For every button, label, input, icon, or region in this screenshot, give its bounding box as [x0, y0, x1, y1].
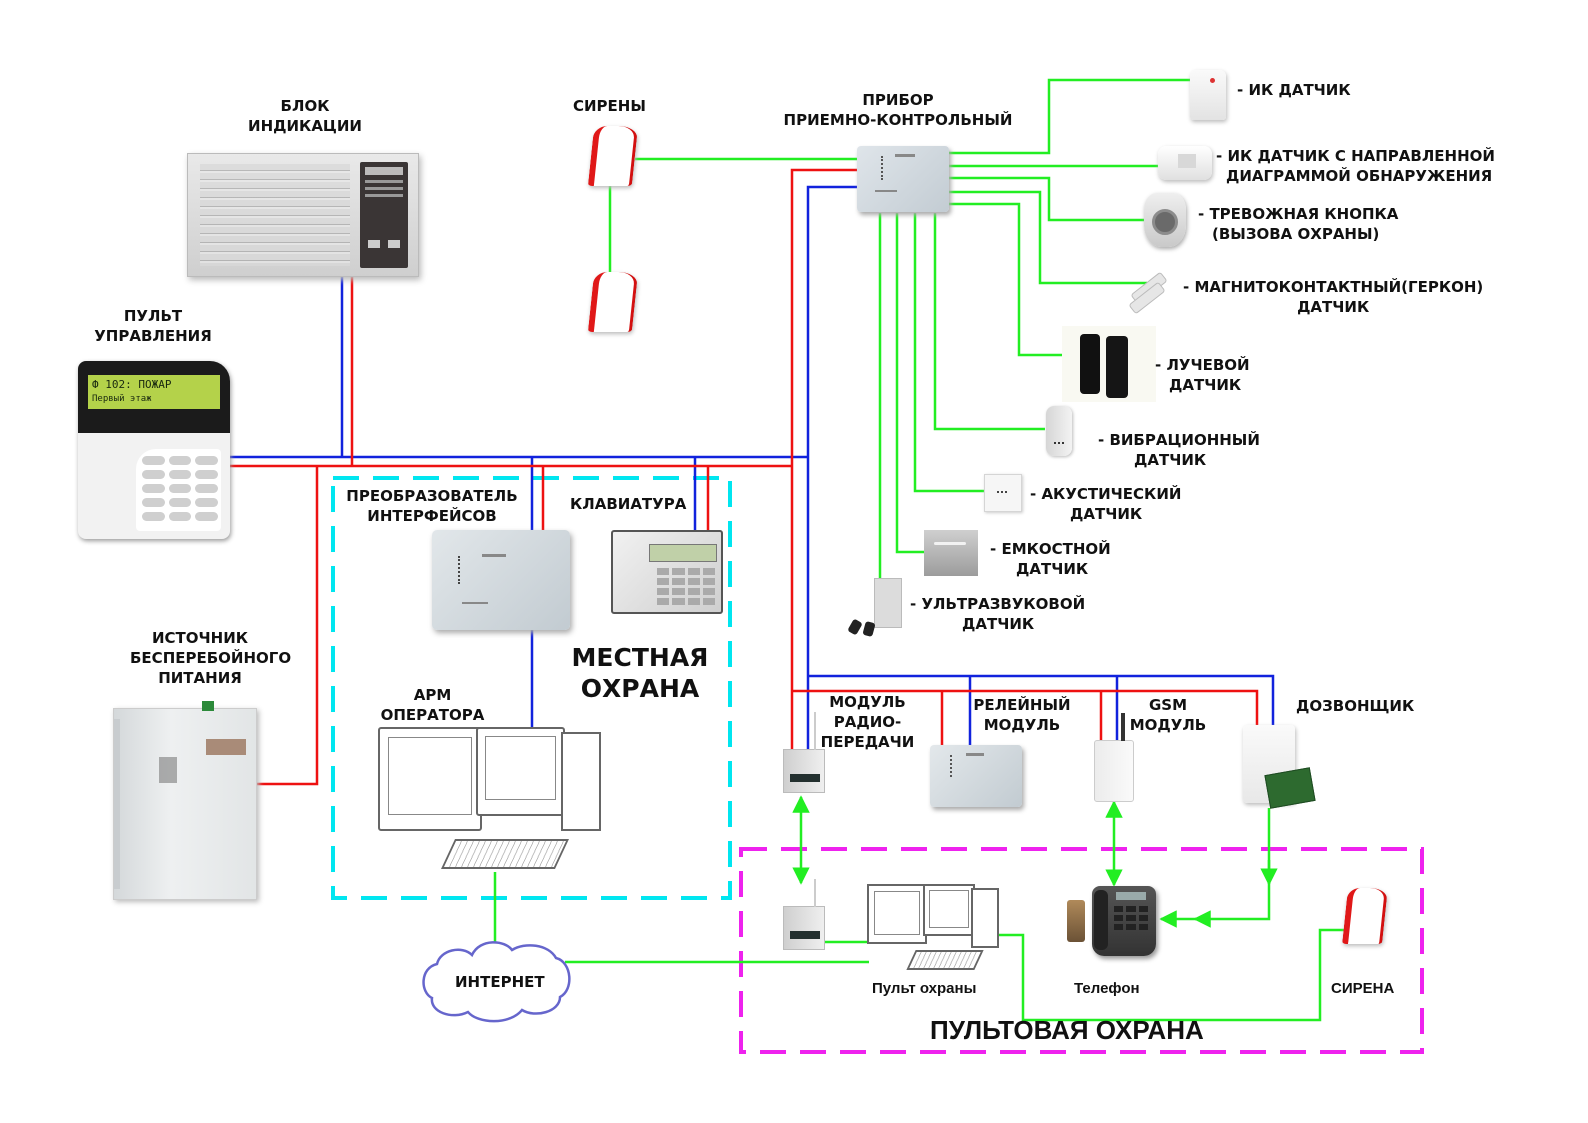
power-lines: [228, 168, 1259, 786]
remote-security-title: ПУЛЬТОВАЯ ОХРАНА: [930, 1015, 1204, 1045]
sensor-label-7: - ЕМКОСТНОЙ ДАТЧИК: [990, 540, 1111, 578]
acoustic-sensor-icon[interactable]: [984, 474, 1022, 512]
workstation-icon[interactable]: [378, 727, 603, 877]
power-supply-icon[interactable]: [113, 701, 257, 900]
ir-sensor-icon[interactable]: [1190, 70, 1226, 120]
phone-label: Телефон: [1074, 980, 1140, 997]
dialer-link-arrow: [1159, 808, 1271, 928]
gsm-module-label: GSM МОДУЛЬ: [1129, 696, 1207, 734]
radio-module-icon[interactable]: [783, 712, 825, 793]
sensor-label-2: - ТРЕВОЖНАЯ КНОПКА (ВЫЗОВА ОХРАНЫ): [1198, 205, 1399, 243]
security-console-workstation-icon[interactable]: [867, 884, 999, 970]
converter-icon[interactable]: [432, 530, 570, 630]
vibration-sensor-icon[interactable]: [1046, 406, 1072, 456]
control-unit-icon[interactable]: [857, 146, 949, 212]
remote-siren-label: СИРЕНА: [1331, 980, 1395, 997]
beam-sensor-icon[interactable]: [1062, 326, 1156, 402]
sensor-label-8: - УЛЬТРАЗВУКОВОЙ ДАТЧИК: [910, 595, 1086, 633]
siren-icon[interactable]: [587, 126, 639, 186]
lcd-line-1: Ф 102: ПОЖАР: [92, 378, 172, 391]
remote-siren-icon[interactable]: [1342, 888, 1388, 944]
directional-ir-sensor-icon[interactable]: [1158, 146, 1212, 180]
keypad-lcd-icon[interactable]: Ф 102: ПОЖАР Первый этаж: [78, 361, 230, 539]
remote-security-zone-border: [739, 847, 1424, 1054]
sirens-label: СИРЕНЫ: [573, 97, 646, 115]
sensor-label-5: - ВИБРАЦИОННЫЙ ДАТЧИК: [1098, 431, 1260, 469]
mobile-phone-icon[interactable]: [1067, 900, 1085, 942]
sensor-label-3: - МАГНИТОКОНТАКТНЫЙ(ГЕРКОН) ДАТЧИК: [1183, 278, 1484, 316]
interface-converter-label: ПРЕОБРАЗОВАТЕЛЬ ИНТЕРФЕЙСОВ: [346, 487, 518, 525]
sensor-label-6: - АКУСТИЧЕСКИЙ ДАТЧИК: [1030, 485, 1182, 523]
keyboard-label: КЛАВИАТУРА: [570, 495, 687, 513]
sensor-label-0: - ИК ДАТЧИК: [1237, 81, 1351, 99]
local-security-zone-border: [331, 476, 732, 900]
radio-module-label: МОДУЛЬ РАДИО- ПЕРЕДАЧИ: [820, 693, 915, 751]
signal-lines: [493, 78, 1347, 1022]
siren-icon[interactable]: [587, 272, 639, 332]
ups-label: ИСТОЧНИК БЕСПЕРЕБОЙНОГО ПИТАНИЯ: [130, 629, 292, 687]
lcd-line-2: Первый этаж: [92, 394, 152, 404]
dialer-label: ДОЗВОНЩИК: [1296, 697, 1415, 715]
sensor-label-1: - ИК ДАТЧИК С НАПРАВЛЕННОЙ ДИАГРАММОЙ ОБ…: [1216, 147, 1495, 185]
capacitive-sensor-icon[interactable]: [924, 530, 978, 576]
internet-label: ИНТЕРНЕТ: [455, 973, 545, 991]
signal-arrows: [792, 795, 1278, 928]
security-console-label: Пульт охраны: [872, 980, 977, 997]
local-security-title: МЕСТНАЯ ОХРАНА: [571, 643, 709, 703]
relay-module-icon[interactable]: [930, 745, 1022, 807]
radio-receiver-icon[interactable]: [783, 879, 825, 950]
operator-workstation-label: АРМ ОПЕРАТОРА: [380, 686, 485, 724]
desk-phone-icon[interactable]: [1092, 886, 1156, 956]
indication-block-label: БЛОК ИНДИКАЦИИ: [248, 97, 362, 135]
gsm-module-icon[interactable]: [1094, 713, 1134, 802]
control-panel-label: ПУЛЬТ УПРАВЛЕНИЯ: [94, 307, 212, 345]
reed-switch-icon[interactable]: [1126, 268, 1168, 315]
indicator-panel-icon[interactable]: [187, 153, 419, 277]
sensor-label-4: - ЛУЧЕВОЙ ДАТЧИК: [1155, 356, 1250, 394]
panic-button-icon[interactable]: [1144, 193, 1186, 247]
keypad-icon[interactable]: [611, 530, 723, 614]
dialer-icon[interactable]: [1243, 725, 1316, 809]
control-unit-label: ПРИБОР ПРИЕМНО-КОНТРОЛЬНЫЙ: [783, 91, 1013, 129]
internet-cloud-shape: [422, 941, 571, 1023]
ultrasonic-sensor-icon[interactable]: [847, 578, 904, 638]
relay-module-label: РЕЛЕЙНЫЙ МОДУЛЬ: [973, 696, 1071, 734]
